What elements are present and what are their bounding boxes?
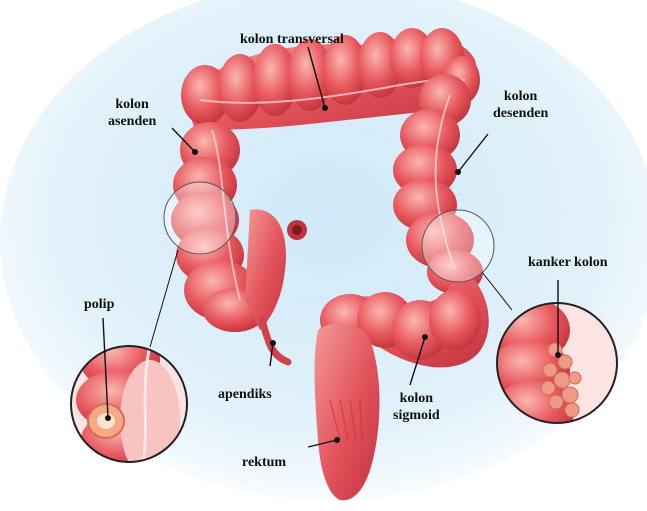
- label-descending-colon: kolon desenden: [493, 88, 548, 122]
- label-ascending-colon: kolon asenden: [108, 96, 156, 130]
- label-polyp: polip: [84, 296, 114, 313]
- label-colon-cancer: kanker kolon: [528, 254, 608, 271]
- label-transverse-colon: kolon transversal: [240, 31, 344, 48]
- label-appendix: apendiks: [218, 386, 272, 403]
- label-sigmoid-colon: kolon sigmoid: [393, 390, 440, 424]
- descending-highlight-circle: [422, 210, 494, 282]
- label-rectum: rektum: [242, 454, 286, 471]
- ascending-highlight-circle: [164, 182, 236, 254]
